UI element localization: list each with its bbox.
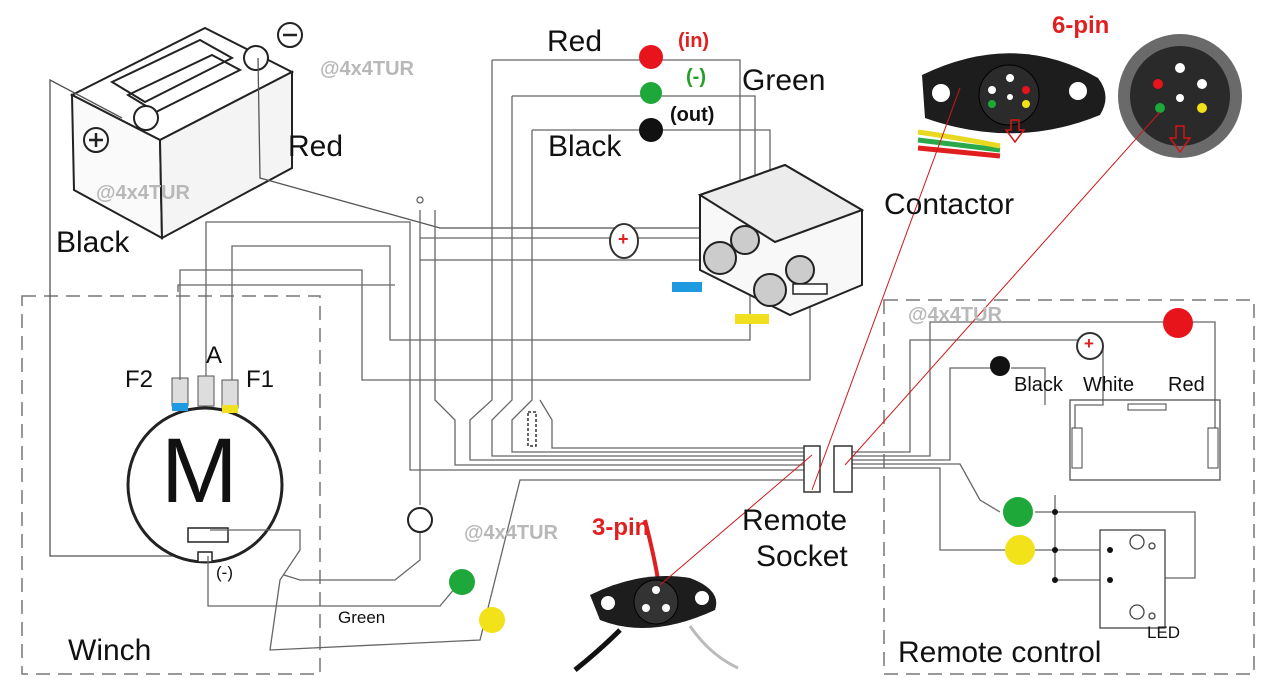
label-motor: M <box>161 420 238 522</box>
label-in: (in) <box>678 30 710 52</box>
harness-wires <box>177 59 1216 651</box>
label-six-pin: 6-pin <box>1052 12 1110 39</box>
ground-terminal <box>407 507 433 533</box>
plus-marker <box>609 223 639 259</box>
watermark-3: @4x4TUR <box>908 304 1002 326</box>
label-remote-control: Remote control <box>898 636 1102 669</box>
red-in-dot <box>639 45 663 69</box>
label-plus-1: + <box>618 229 629 249</box>
label-rc-white: White <box>1083 374 1135 396</box>
label-minus: (-) <box>216 563 233 582</box>
label-battery-black: Black <box>56 226 130 259</box>
label-f1: F1 <box>246 366 275 393</box>
wire-hops <box>416 196 424 204</box>
rc-green-dot <box>1003 497 1033 527</box>
watermark-1: @4x4TUR <box>320 58 414 80</box>
label-out: (out) <box>670 104 715 126</box>
rc-black-dot <box>990 356 1010 376</box>
battery-terminal-symbols <box>83 22 303 153</box>
remote-control-box <box>883 299 1255 675</box>
label-winch: Winch <box>68 634 152 667</box>
watermark-2: @4x4TUR <box>96 182 190 204</box>
battery <box>69 26 295 240</box>
six-pin-photo-a <box>917 40 1108 180</box>
label-led: LED <box>1147 623 1181 642</box>
label-green-top: Green <box>742 64 826 97</box>
plus-marker-rc <box>1076 332 1104 360</box>
junction-dots <box>1052 509 1113 583</box>
label-three-pin: 3-pin <box>592 514 650 541</box>
label-remote-socket-1: Remote <box>742 504 848 537</box>
green-minus-dot <box>640 82 662 104</box>
label-f2: F2 <box>125 366 154 393</box>
winch-yellow-dot <box>479 607 505 633</box>
black-out-dot <box>639 118 663 142</box>
blue-insulator <box>172 403 188 411</box>
inline-fuse <box>527 411 537 447</box>
watermark-4: @4x4TUR <box>464 522 558 544</box>
pointer-lines <box>659 87 1161 586</box>
rc-red-dot <box>1163 308 1193 338</box>
label-rc-red: Red <box>1168 374 1205 396</box>
label-green-wire: Green <box>338 608 386 627</box>
six-pin-photo-b <box>1118 34 1242 158</box>
winch-box <box>21 295 321 675</box>
remote-socket-left <box>803 445 821 493</box>
label-rc-black: Black <box>1014 374 1063 396</box>
positive-terminal-icon <box>83 127 109 153</box>
label-battery-red: Red <box>288 130 344 163</box>
rc-yellow-dot <box>1005 535 1035 565</box>
battery-wires <box>49 57 700 557</box>
yellow-insulator <box>222 405 238 413</box>
remote-socket-right <box>833 445 853 493</box>
label-black-top: Black <box>548 130 622 163</box>
label-remote-socket-2: Socket <box>756 540 848 573</box>
blue-marker <box>672 282 702 292</box>
three-pin-photo <box>573 519 739 672</box>
yellow-marker <box>735 314 769 324</box>
label-red-top: Red <box>547 25 603 58</box>
rocker-switch-body <box>1069 399 1221 481</box>
negative-terminal-icon <box>277 22 303 48</box>
winch-green-dot <box>449 569 475 595</box>
label-plus-2: + <box>1084 334 1094 353</box>
contactor <box>697 163 865 317</box>
label-a: A <box>206 342 223 369</box>
label-minus-green: (-) <box>686 66 706 88</box>
winch-motor <box>126 375 284 564</box>
label-contactor: Contactor <box>884 188 1015 221</box>
